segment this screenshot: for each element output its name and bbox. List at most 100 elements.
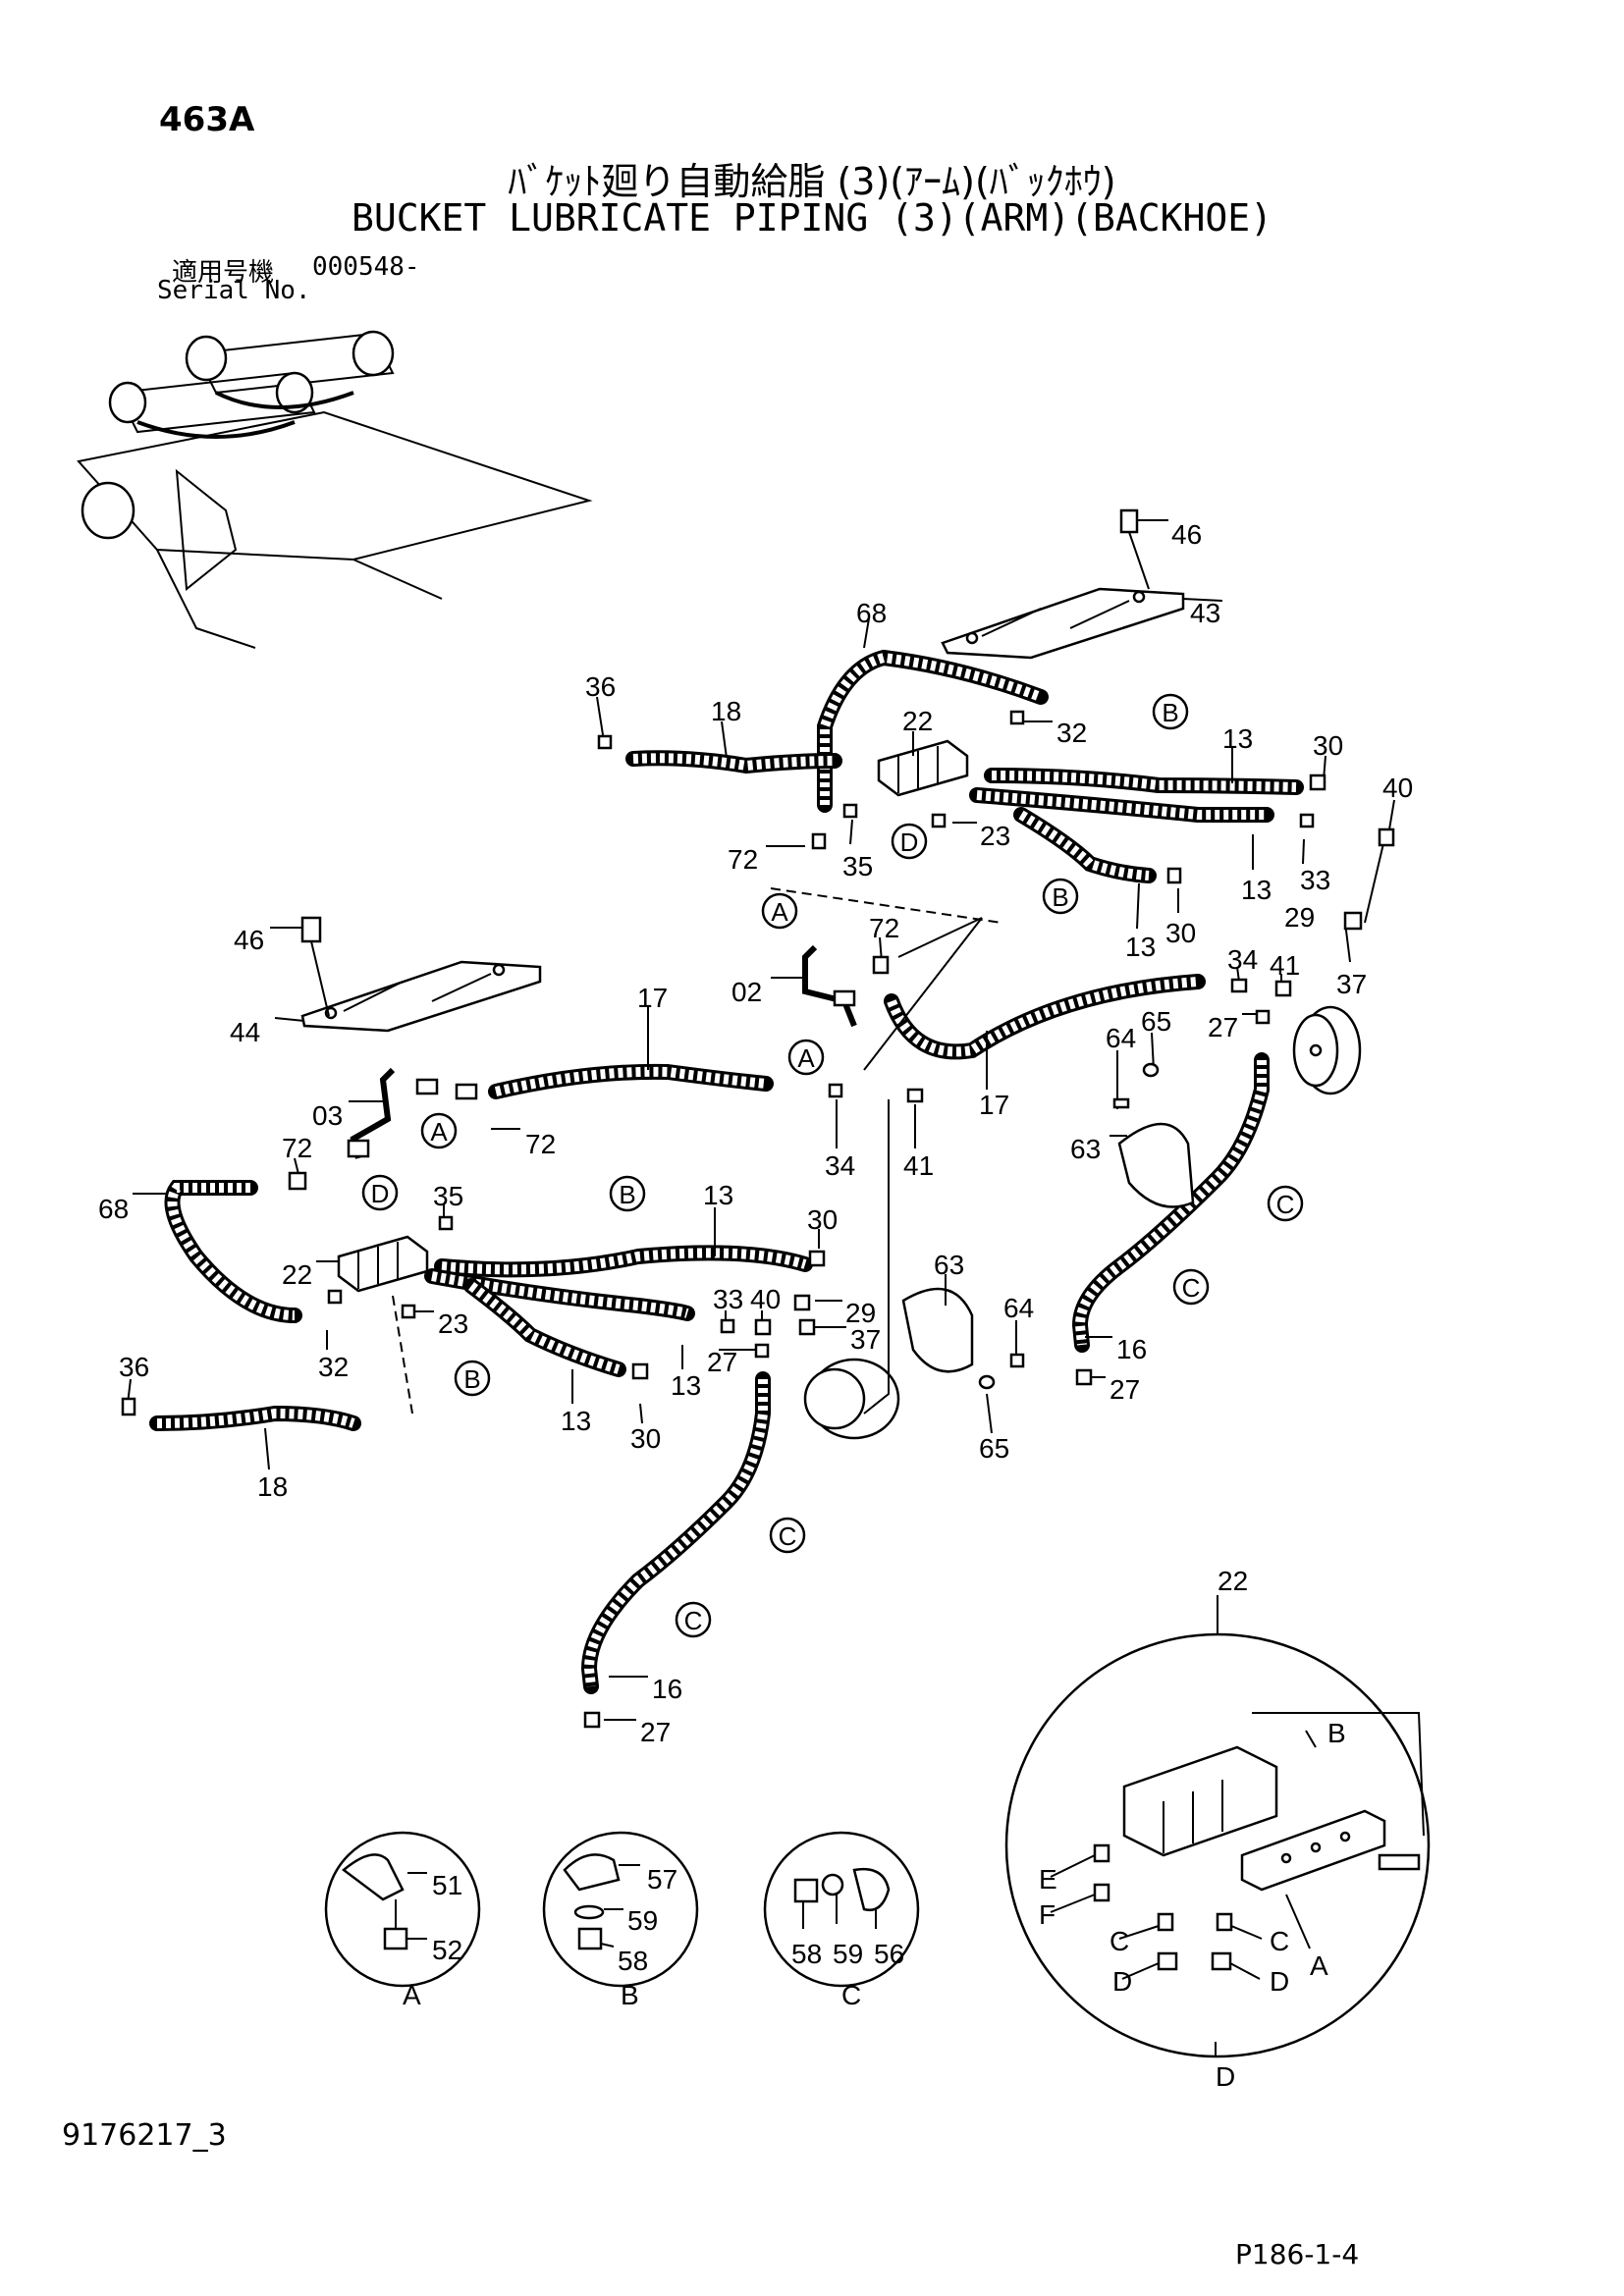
part-label-p63b: 63: [934, 1250, 964, 1280]
hose-18-lower: [149, 1405, 361, 1431]
part-label-p40b: 40: [750, 1284, 781, 1314]
part-label-p30d: 30: [630, 1423, 661, 1454]
callout-circle-cA1: [761, 892, 798, 930]
part-label-pB_det: B: [1327, 1718, 1346, 1748]
part-label-p27a: 27: [1208, 1012, 1238, 1042]
part-label-p29a: 29: [1284, 902, 1315, 933]
part-label-p52: 52: [432, 1935, 462, 1965]
callout-circle-cB3: [609, 1175, 646, 1212]
callout-text-cB4: B: [463, 1364, 480, 1394]
part-label-p44: 44: [230, 1017, 260, 1047]
part-label-p23b: 23: [438, 1308, 468, 1339]
plate-44: [300, 960, 542, 1033]
cover-63-upper: [1117, 1122, 1195, 1208]
serial-label-japanese: 適用号機: [172, 258, 275, 288]
callout-text-cB2: B: [1052, 882, 1068, 912]
part-label-p29b: 29: [845, 1298, 876, 1328]
callout-text-cA1: A: [771, 897, 788, 927]
callout-cB4: B: [454, 1360, 491, 1397]
callout-circle-cC2: [1172, 1268, 1210, 1306]
part-label-p57: 57: [647, 1864, 677, 1895]
part-label-p36a: 36: [585, 671, 616, 702]
cover-63-lower: [901, 1287, 974, 1373]
callout-circle-cB2: [1042, 878, 1079, 915]
callout-cA1: A: [761, 892, 798, 930]
part-label-p03: 03: [312, 1100, 343, 1131]
part-label-p59a: 59: [627, 1905, 658, 1936]
hose-18-upper: [625, 750, 842, 774]
part-label-p41a: 41: [1270, 950, 1300, 981]
part-label-p51: 51: [432, 1870, 462, 1900]
part-label-p30a: 30: [1313, 730, 1343, 761]
callout-cB1: B: [1152, 693, 1189, 730]
callout-cB2: B: [1042, 878, 1079, 915]
part-label-p13b: 13: [1241, 875, 1272, 905]
callout-circle-cC1: [1267, 1185, 1304, 1222]
callout-circle-cD2: [361, 1174, 399, 1211]
callout-cC4: C: [675, 1601, 712, 1638]
callout-cC3: C: [769, 1517, 806, 1554]
part-label-p35a: 35: [842, 851, 873, 881]
part-label-p46b: 46: [234, 925, 264, 955]
callout-circle-cB4: [454, 1360, 491, 1397]
part-label-pC_inset: C: [841, 1980, 861, 2010]
callout-circle-cC3: [769, 1517, 806, 1554]
part-label-p68a: 68: [856, 598, 887, 628]
part-label-pF: F: [1039, 1899, 1056, 1930]
inset-B: [542, 1831, 699, 1988]
document-number: 9176217_3: [62, 2118, 227, 2153]
part-label-p02: 02: [731, 977, 762, 1007]
part-label-p17b: 17: [979, 1090, 1009, 1120]
callout-circle-cA3: [420, 1112, 458, 1149]
pipe-02: [802, 944, 857, 1028]
part-label-p34a: 34: [1227, 944, 1258, 975]
part-label-p27c: 27: [1110, 1374, 1140, 1405]
bucket-pin-upper: [1292, 1005, 1362, 1095]
part-label-p35b: 35: [433, 1181, 463, 1211]
part-label-p41b: 41: [903, 1150, 934, 1181]
part-label-p17a: 17: [637, 983, 668, 1013]
callout-cC2: C: [1172, 1268, 1210, 1306]
hose-68-lower: [164, 1180, 302, 1323]
part-label-p16b: 16: [652, 1674, 682, 1704]
callout-text-cC1: C: [1276, 1190, 1295, 1219]
part-label-p22a: 22: [902, 706, 933, 736]
part-label-pD_det: D: [1216, 2061, 1235, 2092]
hose-13-upper-pair: [969, 768, 1304, 883]
part-label-p30b: 30: [1165, 918, 1196, 948]
part-label-p13e: 13: [671, 1370, 701, 1401]
callout-text-cB1: B: [1162, 698, 1178, 727]
callout-text-cC4: C: [684, 1606, 703, 1635]
part-label-p34b: 34: [825, 1150, 855, 1181]
title-english: BUCKET LUBRICATE PIPING (3)(ARM)(BACKHOE…: [352, 196, 1272, 240]
part-label-p22b: 22: [282, 1259, 312, 1290]
part-label-p65a: 65: [1141, 1006, 1171, 1037]
part-label-p32a: 32: [1056, 718, 1087, 748]
part-label-p72a: 72: [728, 844, 758, 875]
part-label-p32b: 32: [318, 1352, 349, 1382]
part-label-p18a: 18: [711, 696, 741, 726]
part-label-p64b: 64: [1003, 1293, 1034, 1323]
part-label-pC2: C: [1270, 1926, 1289, 1956]
part-label-p37a: 37: [1336, 969, 1367, 999]
part-label-pC1: C: [1110, 1926, 1129, 1956]
part-label-p46a: 46: [1171, 519, 1202, 550]
plate-43: [941, 587, 1185, 660]
part-label-p22c: 22: [1218, 1566, 1248, 1596]
part-label-p72b: 72: [869, 913, 899, 943]
part-label-pD1: D: [1112, 1966, 1132, 1997]
callout-circle-cD1: [891, 823, 928, 860]
serial-number-value: 000548-: [312, 252, 420, 282]
callout-text-cD1: D: [900, 828, 919, 857]
part-label-p33a: 33: [1300, 865, 1330, 895]
page-code: 463A: [159, 100, 255, 139]
part-label-p33b: 33: [713, 1284, 743, 1314]
part-label-p56: 56: [874, 1939, 904, 1969]
part-label-p13a: 13: [1222, 723, 1253, 754]
callout-text-cD2: D: [371, 1179, 390, 1208]
part-label-pA_det: A: [1310, 1950, 1328, 1981]
part-label-p27b: 27: [707, 1347, 737, 1377]
part-label-pB_inset: B: [621, 1980, 639, 2010]
page-reference: P186-1-4: [1235, 2238, 1360, 2270]
